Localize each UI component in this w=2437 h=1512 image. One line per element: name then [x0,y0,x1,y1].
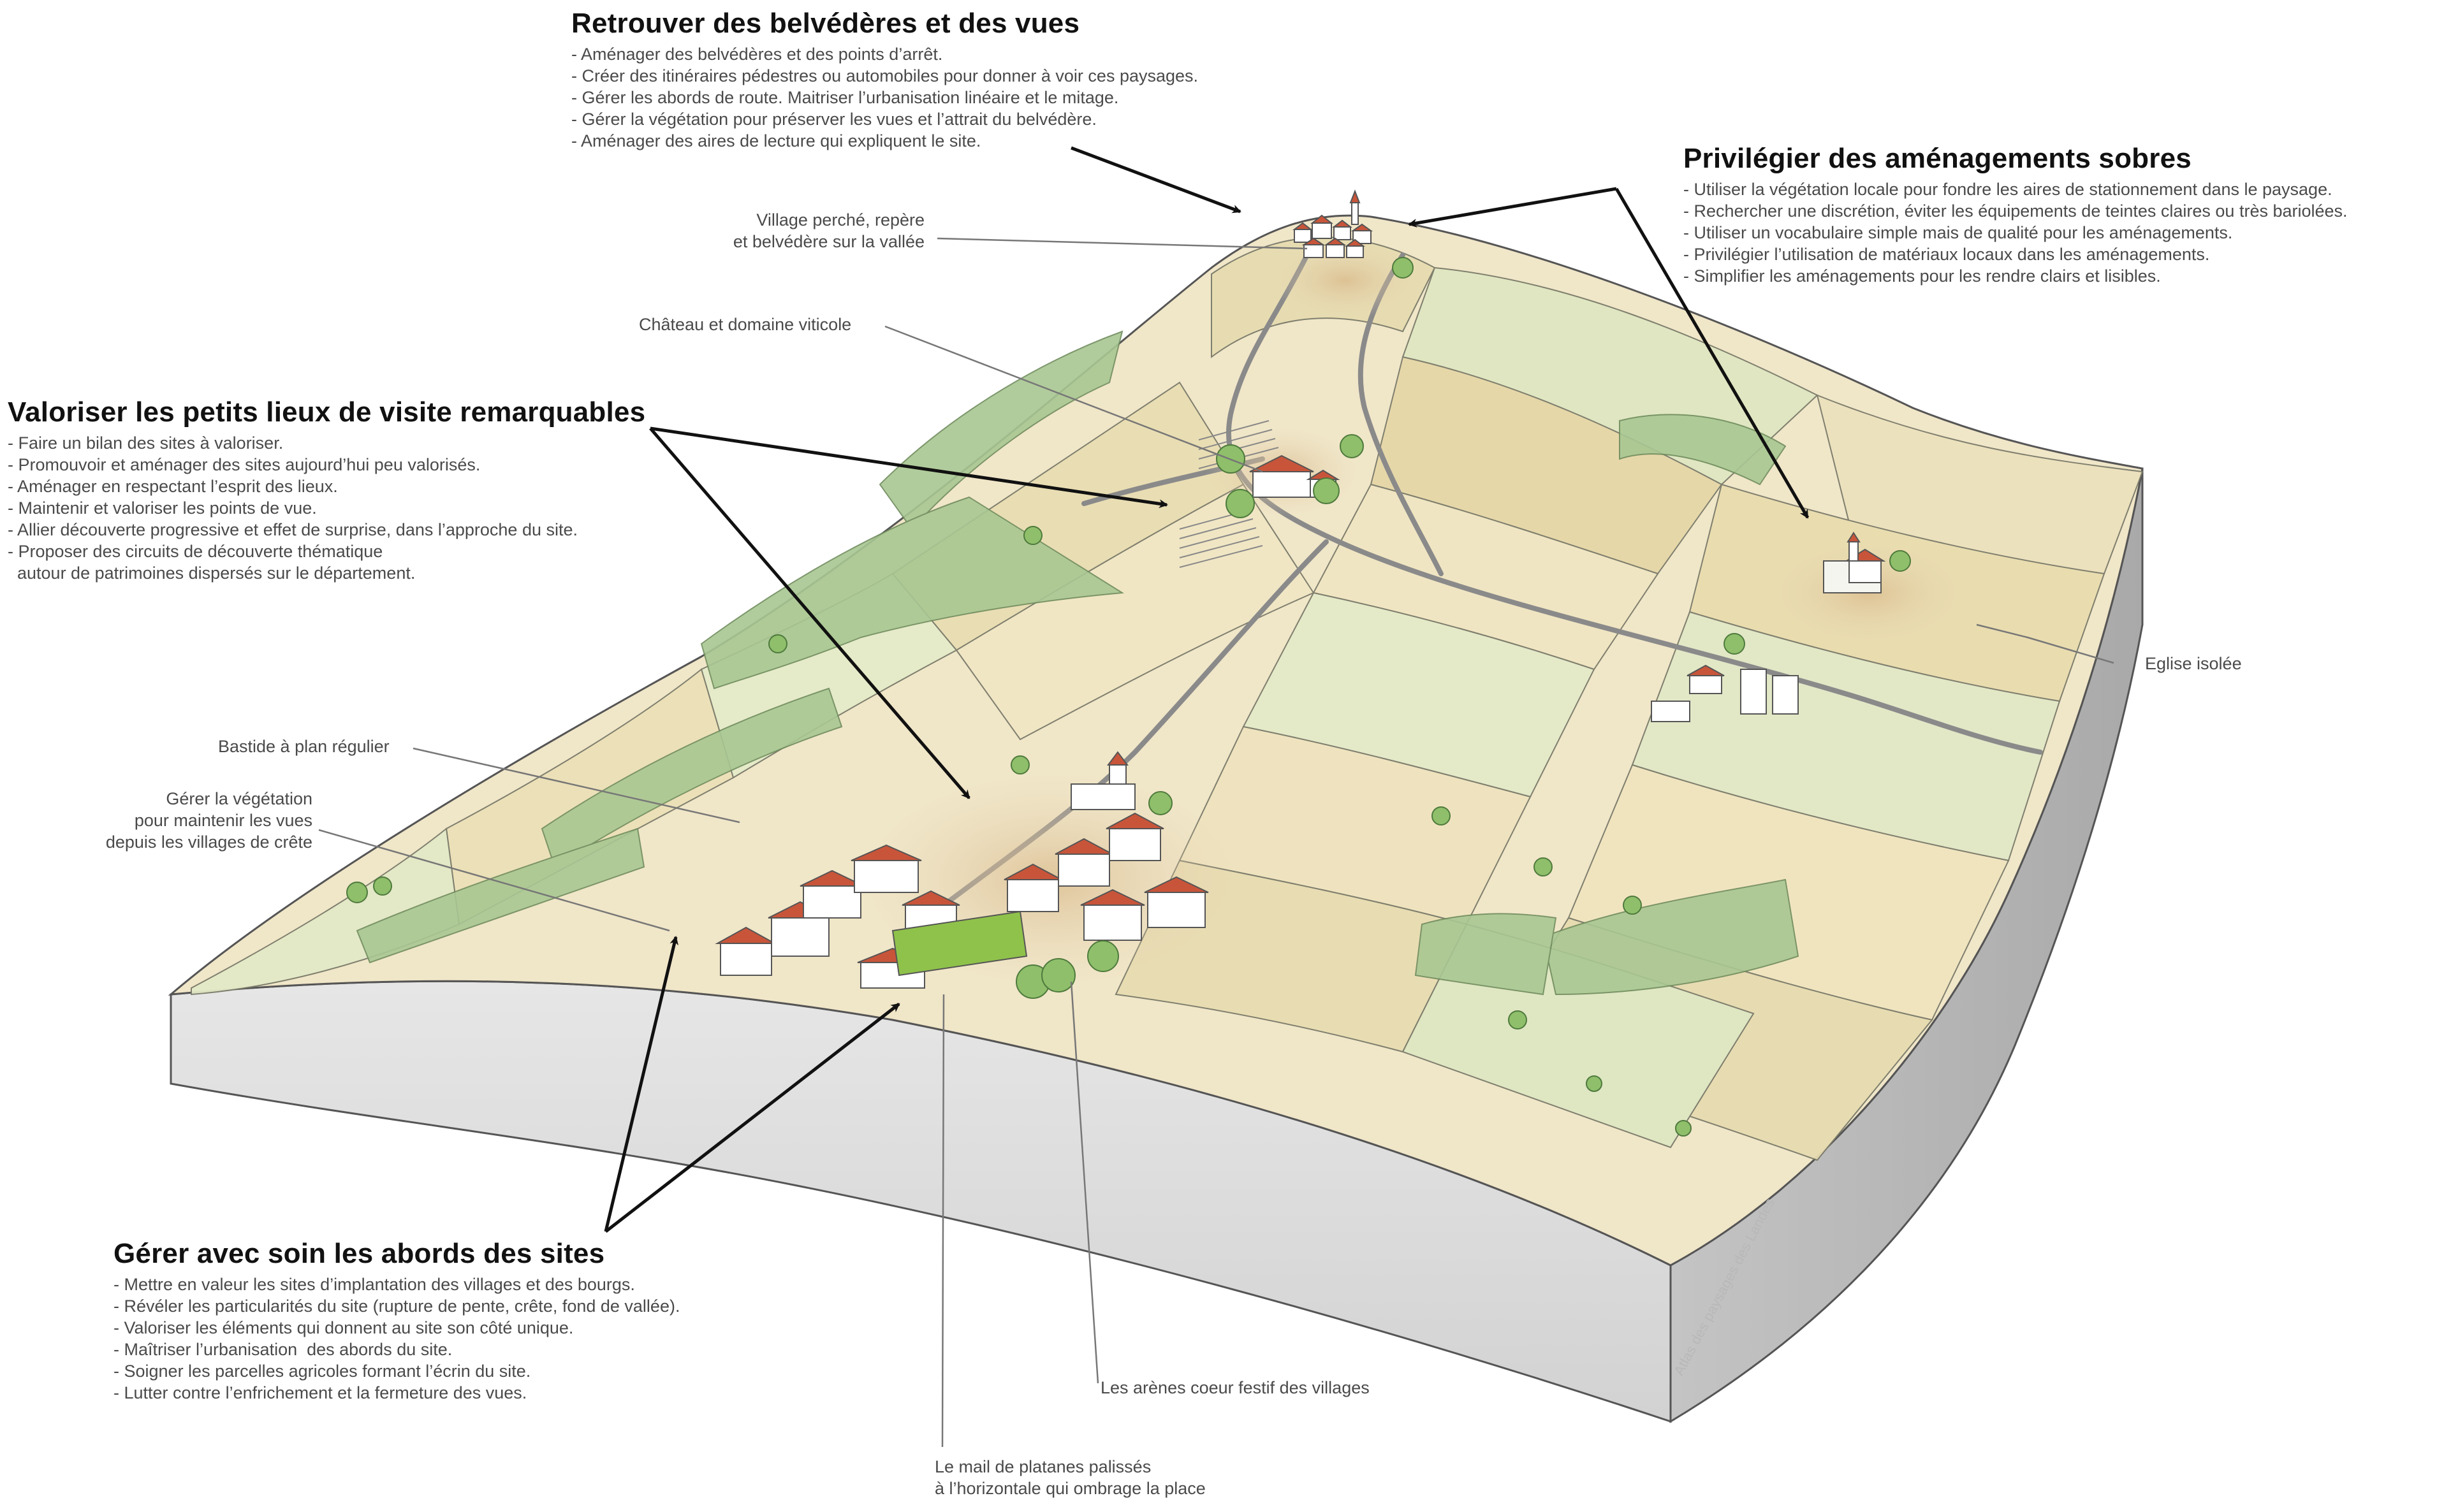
label-line: Bastide à plan régulier [218,737,390,756]
vineyard-rows [1179,420,1279,568]
label-line: depuis les villages de crête [105,832,312,852]
label-eglise: Eglise isolée [2145,653,2242,674]
list-item: - Rechercher une discrétion, éviter les … [1683,201,2348,221]
bastide [715,751,1209,989]
hameau [1651,664,1799,722]
list-item: - Soigner les parcelles agricoles forman… [113,1362,531,1381]
halo-village-perche [1269,242,1422,319]
block-valoriser-title: Valoriser les petits lieux de visite rem… [8,396,646,428]
list-item: - Faire un bilan des sites à valoriser. [8,433,284,453]
list-item: - Utiliser la végétation locale pour fon… [1683,180,2332,199]
leader-lines [318,237,2114,1448]
label-line: à l’horizontale qui ombrage la place [935,1479,1206,1498]
label-vegetation: Gérer la végétation pour maintenir les v… [38,788,312,853]
list-item: - Maîtriser l’urbanisation des abords du… [113,1340,453,1359]
arrows [604,146,1810,1233]
label-chateau: Château et domaine viticole [639,314,851,335]
list-item: - Maintenir et valoriser les points de v… [8,498,317,518]
list-item: - Privilégier l’utilisation de matériaux… [1683,245,2210,264]
list-item: - Gérer la végétation pour préserver les… [571,110,1097,129]
block-abords-title: Gérer avec soin les abords des sites [113,1238,605,1269]
eglise-isolee [1823,532,1886,593]
list-item: - Gérer les abords de route. Maitriser l… [571,88,1119,107]
trees [346,257,1911,1137]
list-item: - Promouvoir et aménager des sites aujou… [8,455,481,474]
label-line: Les arènes coeur festif des villages [1101,1378,1370,1397]
list-item: - Aménager en respectant l’esprit des li… [8,477,338,496]
block-belvederes: Retrouver des belvédères et des vues - A… [571,8,1198,152]
list-item: - Valoriser les éléments qui donnent au … [113,1318,574,1337]
block-valoriser-list: - Faire un bilan des sites à valoriser. … [8,432,645,584]
list-item: - Simplifier les aménagements pour les r… [1683,266,2161,286]
list-item: - Créer des itinéraires pédestres ou aut… [571,66,1199,85]
list-item: - Proposer des circuits de découverte th… [8,542,383,561]
label-bastide: Bastide à plan régulier [218,736,390,757]
label-mail: Le mail de platanes palissés à l’horizon… [935,1456,1206,1499]
label-village-perche: Village perché, repère et belvédère sur … [676,209,925,252]
block-sobres-list: - Utiliser la végétation locale pour fon… [1683,178,2348,287]
wooded-slopes [356,330,1799,996]
list-item: - Mettre en valeur les sites d’implantat… [113,1275,635,1294]
label-line: Eglise isolée [2145,654,2242,673]
list-item: - Utiliser un vocabulaire simple mais de… [1683,223,2233,242]
label-line: pour maintenir les vues [134,811,312,830]
village-perche [1292,189,1373,258]
list-item: - Allier découverte progressive et effet… [8,520,578,539]
label-line: Gérer la végétation [166,789,312,808]
list-item: autour de patrimoines dispersés sur le d… [8,563,416,583]
block-belvederes-title: Retrouver des belvédères et des vues [571,8,1080,39]
list-item: - Aménager des aires de lecture qui expl… [571,131,981,150]
label-arenes: Les arènes coeur festif des villages [1101,1377,1370,1399]
list-item: - Révéler les particularités du site (ru… [113,1297,680,1316]
block-abords-list: - Mettre en valeur les sites d’implantat… [113,1274,680,1404]
label-line: et belvédère sur la vallée [733,232,925,251]
label-line: Château et domaine viticole [639,315,852,334]
block-valoriser: Valoriser les petits lieux de visite rem… [8,396,645,584]
block-abords: Gérer avec soin les abords des sites - M… [113,1238,680,1404]
block-sobres-title: Privilégier des aménagements sobres [1683,143,2192,174]
list-item: - Lutter contre l’enfrichement et la fer… [113,1383,527,1402]
list-item: - Aménager des belvédères et des points … [571,45,943,64]
block-sobres: Privilégier des aménagements sobres - Ut… [1683,143,2348,287]
chateau-domaine [1249,454,1340,498]
label-line: Le mail de platanes palissés [935,1457,1152,1476]
label-line: Village perché, repère [756,210,925,229]
block-belvederes-list: - Aménager des belvédères et des points … [571,43,1198,152]
